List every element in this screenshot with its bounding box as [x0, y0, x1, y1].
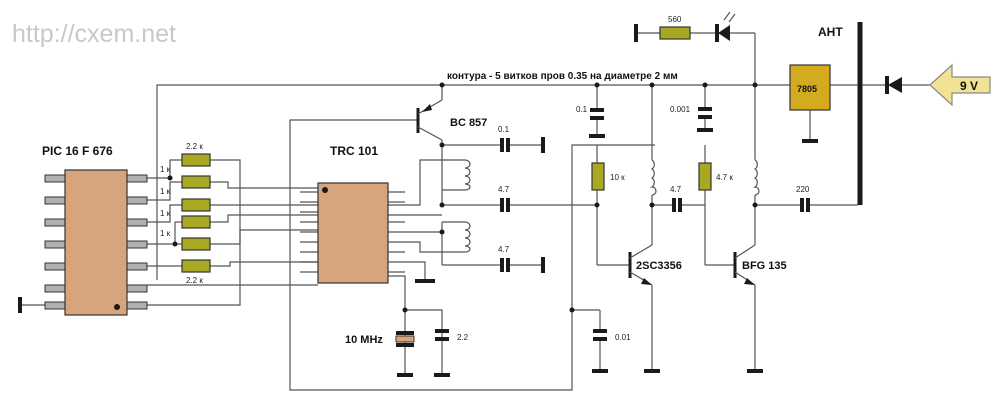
bc857-label: BC 857: [450, 117, 487, 129]
reg-7805-label: 7805: [797, 84, 817, 94]
r-1k-c-label: 1 к: [160, 209, 171, 218]
capacitors: [435, 107, 810, 341]
c-0001-label: 0.001: [670, 105, 691, 114]
coil-note: контура - 5 витков пров 0.35 на диаметре…: [447, 71, 678, 82]
r-4k7-label: 4.7 к: [716, 173, 733, 182]
r-1k-a-label: 1 к: [160, 165, 171, 174]
bc857-transistor: [416, 99, 443, 141]
c-47-c-label: 4.7: [670, 185, 682, 194]
r-top-label: 2.2 к: [186, 142, 203, 151]
input-diode: [885, 76, 902, 94]
bfg-transistor: [733, 244, 756, 286]
junction-dots: [167, 82, 758, 313]
q2sc-transistor: [628, 244, 653, 286]
pic-chip: [44, 169, 148, 316]
coils: [464, 159, 760, 253]
watermark: http://cxem.net: [12, 20, 176, 48]
reg-7805-box: [789, 64, 831, 111]
r-led-label: 560: [668, 15, 682, 24]
c-220-label: 220: [796, 185, 810, 194]
trc-chip: [300, 182, 405, 284]
r-1k-b-label: 1 к: [160, 187, 171, 196]
ground-symbols: [18, 128, 818, 377]
r-bot-label: 2.2 к: [186, 276, 203, 285]
c-001-label: 0.01: [615, 333, 631, 342]
input-arrow: [929, 63, 991, 107]
pic-label: PIC 16 F 676: [42, 144, 113, 158]
xtal-label: 10 MHz: [345, 334, 383, 346]
resistor-bank: [181, 153, 211, 273]
q2sc-label: 2SC3356: [636, 260, 682, 272]
c-01-dec-label: 0.1: [576, 105, 588, 114]
ant-label: АНТ: [818, 25, 843, 39]
c-22-label: 2.2: [457, 333, 469, 342]
bfg-label: BFG 135: [742, 260, 787, 272]
trc-label: TRC 101: [330, 144, 378, 158]
crystal: [395, 331, 415, 347]
r-1k-d-label: 1 к: [160, 229, 171, 238]
c-47-b-label: 4.7: [498, 245, 510, 254]
r-10k-label: 10 к: [610, 173, 625, 182]
vertical-resistors: [591, 26, 712, 191]
c-47-a-label: 4.7: [498, 185, 510, 194]
led: [715, 11, 736, 42]
vin-label: 9 V: [960, 79, 978, 93]
c-01-top-label: 0.1: [498, 125, 510, 134]
